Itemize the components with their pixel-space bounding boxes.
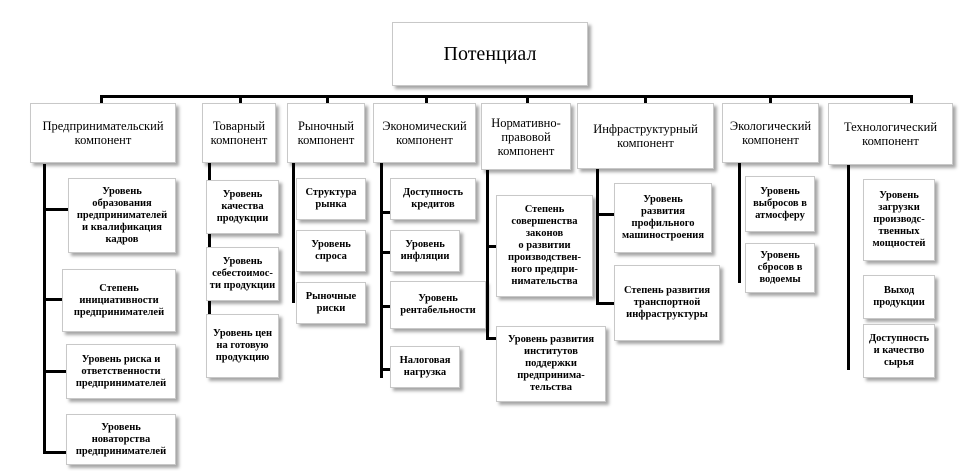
leaf-goods-quality: Уровень качества продукции xyxy=(206,180,279,234)
leaf-goods-cost: Уровень себестоимос- ти продукции xyxy=(206,247,279,301)
branch-1-1 xyxy=(43,208,68,211)
leaf-goods-price: Уровень цен на готовую продукцию xyxy=(206,314,279,378)
spine-1 xyxy=(43,164,46,454)
leaf-tech-materials: Доступность и качество сырья xyxy=(863,324,935,378)
component-header-ecological: Экологический компонент xyxy=(722,103,819,163)
leaf-eco-emissions: Уровень выбросов в атмосферу xyxy=(745,176,815,232)
drop-line-4 xyxy=(425,95,428,103)
leaf-eco-discharges: Уровень сбросов в водоемы xyxy=(745,243,815,293)
branch-1-2 xyxy=(43,298,68,301)
component-header-market: Рыночный компонент xyxy=(287,103,365,163)
leaf-entrepreneurial-initiative: Степень инициативности предпринимателей xyxy=(62,269,176,332)
branch-4-4 xyxy=(380,368,390,371)
component-header-technological: Технологический компонент xyxy=(828,103,953,165)
spine-6 xyxy=(596,169,599,304)
spine-8 xyxy=(847,165,850,370)
leaf-legal-institutions: Уровень развития институтов поддержки пр… xyxy=(496,326,606,402)
spine-4 xyxy=(380,163,383,378)
drop-line-8 xyxy=(910,95,913,103)
leaf-entrepreneurial-risk: Уровень риска и ответственности предприн… xyxy=(66,344,176,399)
spine-7 xyxy=(738,163,741,283)
leaf-market-structure: Структура рынка xyxy=(296,178,366,220)
branch-5-2 xyxy=(486,337,496,340)
drop-line-6 xyxy=(644,95,647,103)
component-header-economic: Экономический компонент xyxy=(373,103,476,163)
drop-line-1 xyxy=(100,95,103,103)
leaf-economic-inflation: Уровень инфляции xyxy=(390,230,460,272)
branch-1-3 xyxy=(43,370,68,373)
leaf-tech-capacity: Уровень загрузки производс- твенных мощн… xyxy=(863,179,935,261)
root-box: Потенциал xyxy=(392,22,588,86)
branch-4-3 xyxy=(380,305,390,308)
branch-4-1 xyxy=(380,211,390,214)
leaf-economic-tax: Налоговая нагрузка xyxy=(390,346,460,388)
branch-6-1 xyxy=(596,213,614,216)
drop-line-5 xyxy=(526,95,529,103)
branch-5-1 xyxy=(486,245,496,248)
leaf-entrepreneurial-education: Уровень образования предпринимателей и к… xyxy=(68,178,176,253)
spine-3 xyxy=(292,163,295,303)
component-header-legal: Нормативно- правовой компонент xyxy=(481,103,571,170)
leaf-tech-output: Выход продукции xyxy=(863,275,935,319)
top-bus-line xyxy=(100,95,913,98)
component-header-goods: Товарный компонент xyxy=(202,103,276,163)
leaf-economic-credit: Доступность кредитов xyxy=(390,178,476,220)
branch-1-4 xyxy=(43,451,68,454)
branch-6-2 xyxy=(596,302,614,305)
leaf-market-risks: Рыночные риски xyxy=(296,282,366,324)
leaf-infra-transport: Степень развития транспортной инфраструк… xyxy=(614,265,720,341)
drop-line-7 xyxy=(769,95,772,103)
leaf-legal-laws: Степень совершенства законов о развитии … xyxy=(496,195,593,297)
leaf-market-demand: Уровень спроса xyxy=(296,230,366,272)
component-header-infrastructure: Инфраструктурный компонент xyxy=(577,103,714,169)
leaf-entrepreneurial-innovation: Уровень новаторства предпринимателей xyxy=(66,414,176,465)
branch-4-2 xyxy=(380,251,390,254)
component-header-entrepreneurial: Предпринимательский компонент xyxy=(30,103,176,163)
spine-5 xyxy=(486,170,489,340)
drop-line-2 xyxy=(239,95,242,103)
leaf-infra-engineering: Уровень развития профильного машинострое… xyxy=(614,183,712,253)
leaf-economic-profitability: Уровень рентабельности xyxy=(390,281,486,329)
drop-line-3 xyxy=(326,95,329,103)
